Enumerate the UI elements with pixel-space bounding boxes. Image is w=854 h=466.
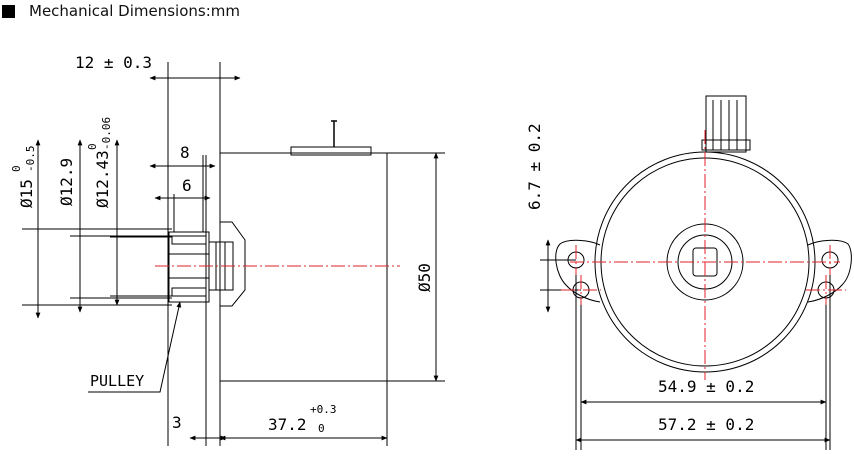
dim-37-tol-lower: 0	[318, 422, 325, 435]
dia-1243-text: Ø12.43	[93, 150, 112, 208]
dia-1243-tol-lower: -0.06	[100, 117, 113, 150]
dim-6-text: 6	[182, 176, 192, 195]
dia-1243-tol-upper: 0	[86, 143, 99, 150]
pulley-leader	[88, 301, 182, 393]
dim-37-text: 37.2	[268, 415, 307, 434]
dim-572-text: 57.2 ± 0.2	[658, 415, 754, 434]
dia-15-tol-lower: -0.5	[24, 146, 37, 173]
cable-outlet	[290, 146, 372, 156]
dim-67-label: 6.7 ± 0.2	[525, 123, 544, 210]
dia-50-text: Ø50	[415, 263, 434, 292]
cable-bundle	[705, 95, 747, 153]
side-dimensions	[35, 75, 439, 441]
dim-8-text: 8	[180, 143, 190, 162]
bullet-square-icon	[2, 4, 15, 18]
mount-boss	[220, 221, 246, 307]
dia-1243-label: Ø12.43 0 -0.06	[86, 117, 113, 208]
mount-flange-outline	[555, 239, 852, 303]
pulley-label: PULLEY	[90, 372, 144, 390]
dia-15-text: Ø15	[17, 179, 36, 208]
dia-15-tol-upper: 0	[10, 165, 23, 172]
side-view	[22, 62, 445, 446]
front-centerlines	[561, 130, 846, 380]
dia-15-label: Ø15 0 -0.5	[10, 146, 37, 209]
dia-129-label: Ø12.9	[57, 158, 76, 206]
dim-67-text: 6.7 ± 0.2	[525, 123, 544, 210]
dia-129-text: Ø12.9	[57, 158, 76, 206]
front-dimensions	[545, 239, 831, 443]
section-title: Mechanical Dimensions:mm	[29, 2, 240, 20]
front-view	[540, 95, 852, 450]
section-header: Mechanical Dimensions:mm	[0, 0, 240, 22]
pulley-body	[168, 231, 210, 303]
dim-12-text: 12 ± 0.3	[75, 53, 152, 72]
dim-549-text: 54.9 ± 0.2	[658, 377, 754, 396]
dim-37-tol-upper: +0.3	[310, 403, 337, 416]
dim-3-text: 3	[172, 413, 182, 432]
